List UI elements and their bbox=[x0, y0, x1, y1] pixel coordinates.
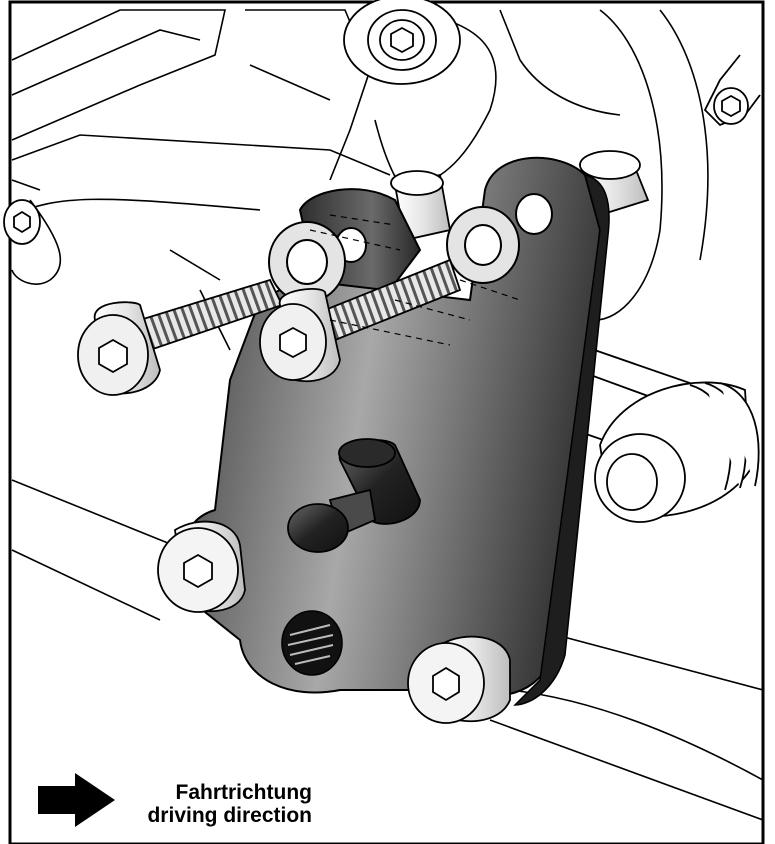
cap-screw-right bbox=[259, 258, 462, 383]
plate-upper-hole bbox=[515, 193, 553, 235]
left-edge-bolt bbox=[3, 199, 41, 245]
washer-right bbox=[446, 206, 520, 284]
top-right-bolt bbox=[703, 54, 761, 127]
plate-edge bbox=[513, 173, 610, 706]
lower-right-bolt bbox=[407, 635, 511, 724]
lower-left-bolt bbox=[157, 520, 246, 613]
arrow-right-icon bbox=[38, 773, 115, 827]
top-pivot-bolt bbox=[343, 0, 461, 85]
cap-screw-left bbox=[77, 278, 284, 396]
direction-label-german: Fahrtrichtung bbox=[175, 781, 313, 804]
background-linework bbox=[11, 9, 764, 821]
threaded-hole bbox=[281, 610, 343, 676]
hidden-lines bbox=[309, 214, 521, 346]
shift-pin bbox=[287, 438, 421, 553]
direction-label-english: driving direction bbox=[147, 804, 312, 827]
washer-left bbox=[268, 221, 346, 303]
footpeg-rubber bbox=[594, 381, 760, 523]
